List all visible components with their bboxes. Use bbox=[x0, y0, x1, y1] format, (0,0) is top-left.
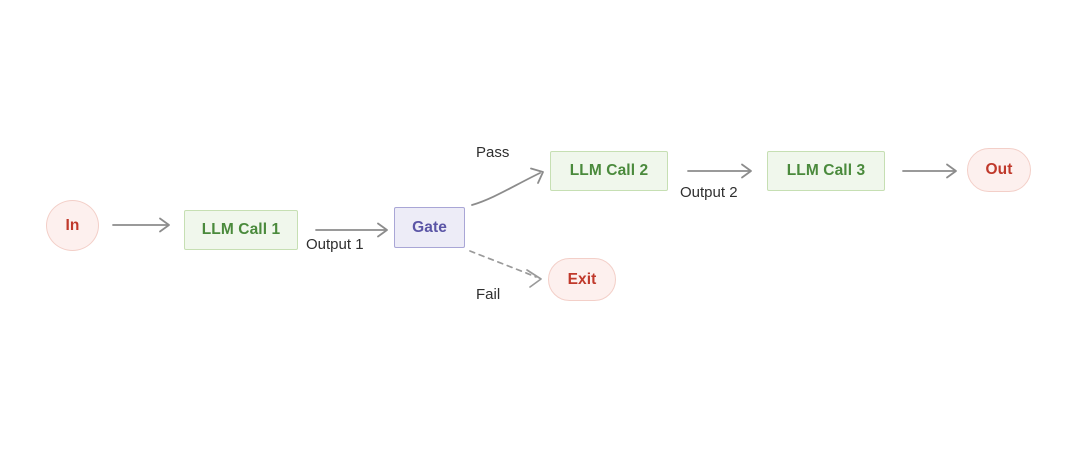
edge-llm2-to-llm3 bbox=[687, 163, 752, 179]
edge-label-output-2: Output 2 bbox=[680, 184, 738, 201]
edge-label-output-1: Output 1 bbox=[306, 236, 364, 253]
edge-gate-to-llm2-pass bbox=[471, 167, 544, 206]
node-llm-call-1[interactable]: LLM Call 1 bbox=[184, 210, 298, 250]
edge-label-fail: Fail bbox=[476, 286, 501, 303]
node-exit[interactable]: Exit bbox=[548, 258, 616, 301]
node-llm-call-3[interactable]: LLM Call 3 bbox=[767, 151, 885, 191]
node-gate[interactable]: Gate bbox=[394, 207, 465, 248]
node-llm-call-2[interactable]: LLM Call 2 bbox=[550, 151, 668, 191]
edge-llm3-to-out bbox=[902, 163, 957, 179]
node-out[interactable]: Out bbox=[967, 148, 1031, 192]
node-in[interactable]: In bbox=[46, 200, 99, 251]
edge-label-pass: Pass bbox=[476, 144, 510, 161]
edge-gate-to-exit-fail bbox=[469, 250, 542, 288]
edge-in-to-llm1 bbox=[112, 217, 170, 233]
edge-llm1-to-gate bbox=[315, 222, 388, 238]
